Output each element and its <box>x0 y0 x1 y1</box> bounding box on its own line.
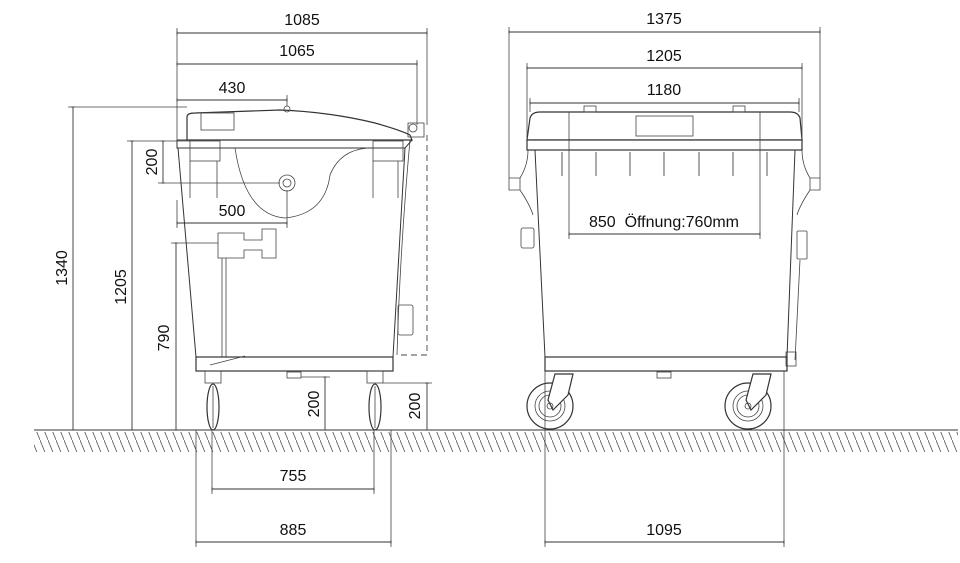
dim-pin-depth: 500 <box>219 203 246 220</box>
front-view-container: 1375 1205 1180 850 Öffnung:760mm 1095 <box>508 11 821 547</box>
front-wheel-left <box>526 373 574 430</box>
dim-pivot-offset: 430 <box>219 80 246 97</box>
ground <box>34 429 958 452</box>
dim-frame-height: 200 <box>407 393 424 420</box>
dim-lid-depth: 1065 <box>279 43 315 60</box>
dim-pedal-height: 200 <box>306 391 323 418</box>
side-wheel-left <box>204 370 222 431</box>
dim-overall-depth: 1085 <box>284 12 320 29</box>
front-wheel-right <box>724 373 772 430</box>
dim-lid-width: 1180 <box>647 82 682 99</box>
dim-rim-height: 1205 <box>113 269 130 305</box>
dim-handle-height: 790 <box>156 325 173 352</box>
dim-overall-height: 1340 <box>54 250 71 286</box>
side-wheel-right <box>366 370 384 431</box>
side-view-container: 1085 1065 430 1340 1205 200 790 500 200 … <box>54 12 432 547</box>
dim-opening: 850 Öffnung:760mm <box>589 213 739 231</box>
dim-pin-drop: 200 <box>144 149 161 176</box>
dim-body-width: 1205 <box>646 48 682 65</box>
dim-wheelbase: 755 <box>280 468 307 485</box>
dim-overall-width: 1375 <box>646 11 682 28</box>
dim-base-width: 1095 <box>646 522 682 539</box>
dim-base-depth: 885 <box>280 522 307 539</box>
